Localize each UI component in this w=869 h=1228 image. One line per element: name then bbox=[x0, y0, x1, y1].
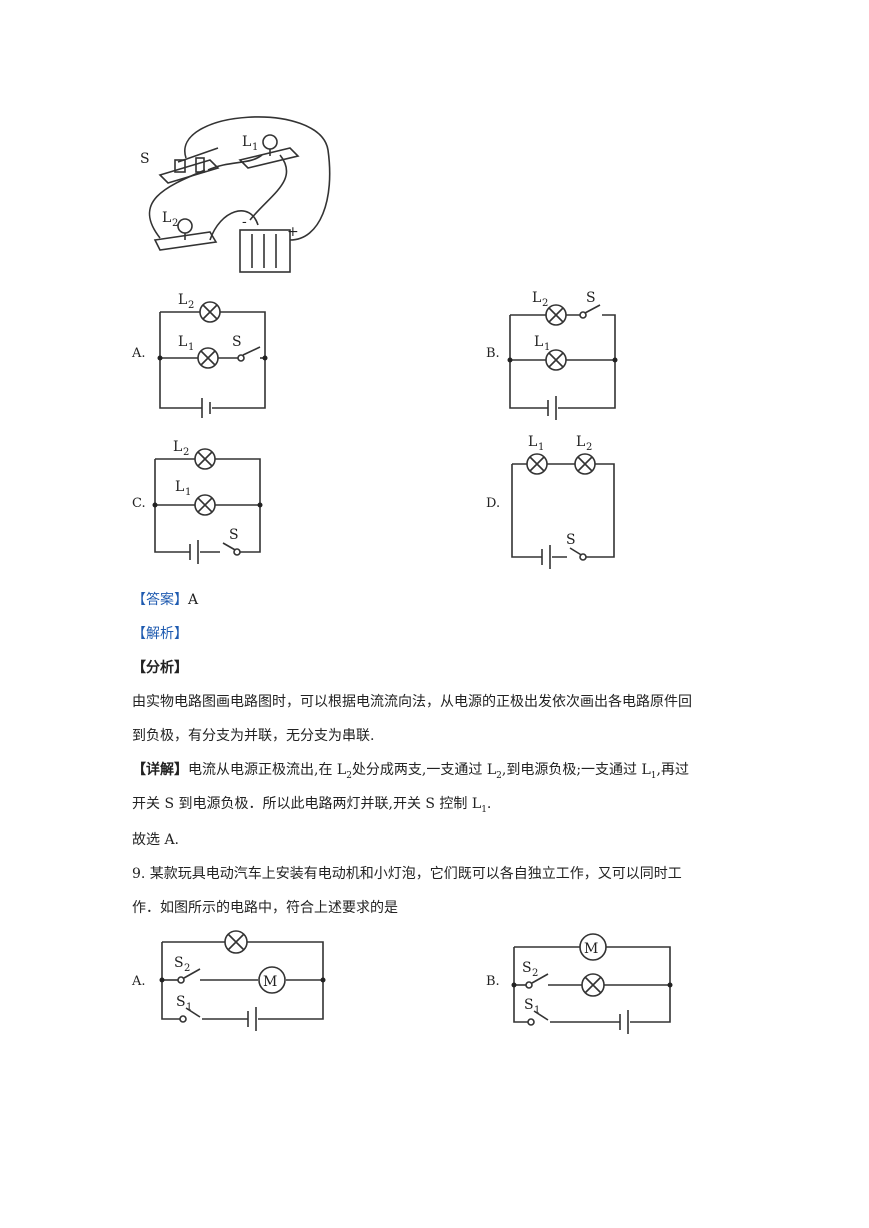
option-c-label[interactable]: C. bbox=[132, 496, 146, 511]
svg-text:2: 2 bbox=[542, 298, 548, 309]
q9-b-S2: S bbox=[522, 960, 532, 976]
figure-label-L2-sub: 2 bbox=[172, 218, 178, 229]
option-a-label[interactable]: A. bbox=[132, 346, 146, 361]
q9-b-motor-label: M bbox=[584, 941, 598, 957]
svg-text:1: 1 bbox=[538, 442, 544, 453]
option-c-S: S bbox=[229, 527, 239, 543]
q9-b-S1: S bbox=[524, 997, 534, 1013]
figure-label-L1: L bbox=[242, 134, 251, 150]
detail-tag: 【详解】 bbox=[132, 762, 188, 778]
option-a-L2: L bbox=[178, 292, 187, 308]
svg-text:1: 1 bbox=[185, 487, 191, 498]
svg-text:2: 2 bbox=[532, 968, 538, 979]
option-d-S: S bbox=[566, 532, 576, 548]
option-b-label[interactable]: B. bbox=[486, 346, 500, 361]
option-c-L2: L bbox=[173, 439, 182, 455]
option-b-L1: L bbox=[534, 334, 543, 350]
svg-text:2: 2 bbox=[188, 300, 194, 311]
answer-value: A bbox=[188, 592, 199, 608]
answer-tag: 【答案】 bbox=[132, 592, 188, 608]
svg-text:1: 1 bbox=[186, 1002, 192, 1013]
svg-text:1: 1 bbox=[534, 1005, 540, 1016]
option-a-S: S bbox=[232, 334, 242, 350]
figure-label-L1-sub: 1 bbox=[252, 142, 258, 153]
option-c-circuit: L 2 L 1 S bbox=[152, 439, 263, 564]
fenxi-tag: 【分析】 bbox=[132, 660, 188, 676]
conclusion: 故选 A. bbox=[132, 832, 180, 848]
q9-option-b-label[interactable]: B. bbox=[486, 974, 500, 989]
analysis-tag: 【解析】 bbox=[132, 626, 188, 642]
svg-text:2: 2 bbox=[586, 442, 592, 453]
option-b-L2: L bbox=[532, 290, 541, 306]
q9-option-a-label[interactable]: A. bbox=[132, 974, 146, 989]
figure-label-L2: L bbox=[162, 210, 171, 226]
physical-circuit-figure: S L 1 L 2 - + bbox=[140, 116, 331, 273]
q9-line-2: 作．如图所示的电路中，符合上述要求的是 bbox=[132, 900, 398, 916]
fenxi-line-1: 由实物电路图画电路图时，可以根据电流流向法，从电源的正极出发依次画出各电路原件回 bbox=[132, 694, 692, 710]
svg-text:2: 2 bbox=[183, 447, 189, 458]
q9-option-a-circuit: M S 2 S 1 bbox=[159, 930, 326, 1031]
q9-a-S1: S bbox=[176, 994, 186, 1010]
option-b-circuit: L 2 S L 1 bbox=[507, 290, 618, 420]
q9-line-1: 9. 某款玩具电动汽车上安装有电动机和小灯泡，它们既可以各自独立工作，又可以同时… bbox=[132, 866, 682, 882]
figure-label-S: S bbox=[140, 151, 150, 167]
detail-line-2: 开关 S 到电源负极．所以此电路两灯并联,开关 S 控制 L1. bbox=[132, 796, 492, 815]
figure-label-plus: + bbox=[287, 224, 299, 240]
option-b-S: S bbox=[586, 290, 596, 306]
option-a-circuit: L 2 L 1 S bbox=[157, 292, 268, 418]
option-a-L1: L bbox=[178, 334, 187, 350]
q9-a-motor-label: M bbox=[263, 974, 277, 990]
q9-a-S2: S bbox=[174, 955, 184, 971]
fenxi-line-2: 到负极，有分支为并联，无分支为串联. bbox=[132, 728, 375, 744]
figure-label-minus: - bbox=[242, 214, 247, 230]
option-c-L1: L bbox=[175, 479, 184, 495]
option-d-circuit: L 1 L 2 S bbox=[511, 434, 615, 569]
option-d-L2: L bbox=[576, 434, 585, 450]
detail-line-1: 【详解】电流从电源正极流出,在 L2处分成两支,一支通过 L2,到电源负极;一支… bbox=[132, 762, 689, 781]
svg-text:1: 1 bbox=[188, 342, 194, 353]
answer-line: 【答案】A bbox=[132, 590, 198, 610]
option-d-label[interactable]: D. bbox=[486, 496, 501, 511]
option-d-L1: L bbox=[528, 434, 537, 450]
svg-text:2: 2 bbox=[184, 963, 190, 974]
svg-text:1: 1 bbox=[544, 342, 550, 353]
q9-option-b-circuit: M S 2 S 1 bbox=[511, 933, 673, 1034]
